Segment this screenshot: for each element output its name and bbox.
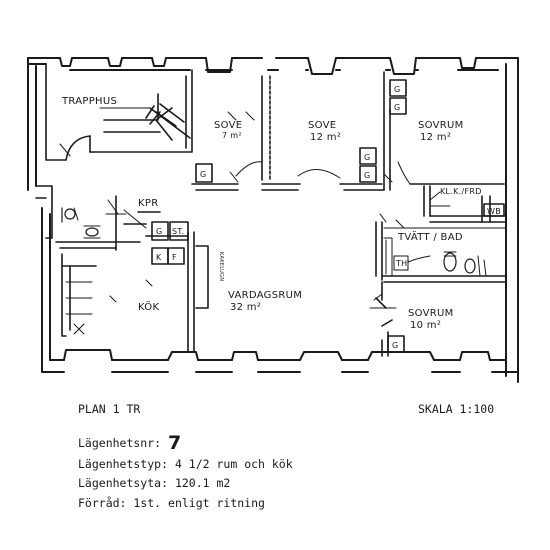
apartment-type-value: 4 1/2 rum och kök <box>174 457 293 471</box>
label-g-sovrum-bottom: G <box>392 341 399 350</box>
scale-label: SKALA 1:100 <box>418 402 495 416</box>
bedroom-bottom <box>369 281 405 357</box>
label-kpr: KPR <box>138 198 158 209</box>
storage-label: Förråd: <box>78 496 127 510</box>
label-klk: KL.K./FRD <box>440 187 482 196</box>
label-sovrum-top: SOVRUM <box>418 120 464 131</box>
label-g-sove-mid-2: G <box>364 171 371 180</box>
storage-value: 1st. enligt ritning <box>133 496 265 510</box>
label-sove-small: SOVE <box>214 120 242 131</box>
label-k: K <box>156 253 162 262</box>
label-g-sove-small: G <box>200 170 207 179</box>
apartment-area-row: Lägenhetsyta: 120.1 m2 <box>78 476 230 490</box>
room-labels: TRAPPHUS SOVE 7 m² SOVE 12 m² SOVRUM 12 … <box>61 85 501 350</box>
kitchen-area <box>35 185 209 353</box>
apartment-area-label: Lägenhetsyta: <box>78 476 169 490</box>
apartment-type-label: Lägenhetstyp: <box>78 457 169 471</box>
label-wb: WB <box>487 207 501 216</box>
bath-area <box>375 185 507 283</box>
apartment-type-row: Lägenhetstyp: 4 1/2 rum och kök <box>78 457 293 471</box>
label-vardagsrum-area: 32 m² <box>230 302 261 313</box>
apartment-number-label: Lägenhetsnr: <box>78 436 162 450</box>
label-g-sovrum-1: G <box>394 85 401 94</box>
label-sove-small-area: 7 m² <box>222 131 242 140</box>
storage-row: Förråd: 1st. enligt ritning <box>78 496 265 510</box>
label-g-kitchen: G <box>156 227 163 236</box>
label-st: ST. <box>172 227 184 236</box>
label-kok: KÖK <box>138 300 159 313</box>
apartment-area-value: 120.1 m2 <box>174 476 231 490</box>
label-th: TH <box>395 259 408 268</box>
plan-label: PLAN 1 TR <box>78 402 141 416</box>
label-sovrum-bottom-area: 10 m² <box>410 320 441 331</box>
apartment-number: 7 <box>168 432 182 454</box>
label-g-sove-mid-1: G <box>364 153 371 162</box>
label-sove-mid-area: 12 m² <box>310 132 341 143</box>
label-sovrum-top-area: 12 m² <box>420 132 451 143</box>
apartment-number-row: Lägenhetsnr: 7 <box>78 432 181 454</box>
label-sove-mid: SOVE <box>308 120 336 131</box>
outer-walls <box>27 57 519 383</box>
label-tvatt-bad: TVÄTT / BAD <box>397 230 463 243</box>
label-sovrum-bottom: SOVRUM <box>408 308 454 319</box>
label-f: F <box>172 253 177 262</box>
label-g-sovrum-2: G <box>394 103 401 112</box>
label-vardagsrum: VARDAGSRUM <box>228 290 302 301</box>
label-trapphus: TRAPPHUS <box>61 96 117 107</box>
interior-walls <box>191 71 505 191</box>
stair-hall <box>45 63 193 161</box>
label-kakelugn: KAKELUGN <box>218 252 224 281</box>
